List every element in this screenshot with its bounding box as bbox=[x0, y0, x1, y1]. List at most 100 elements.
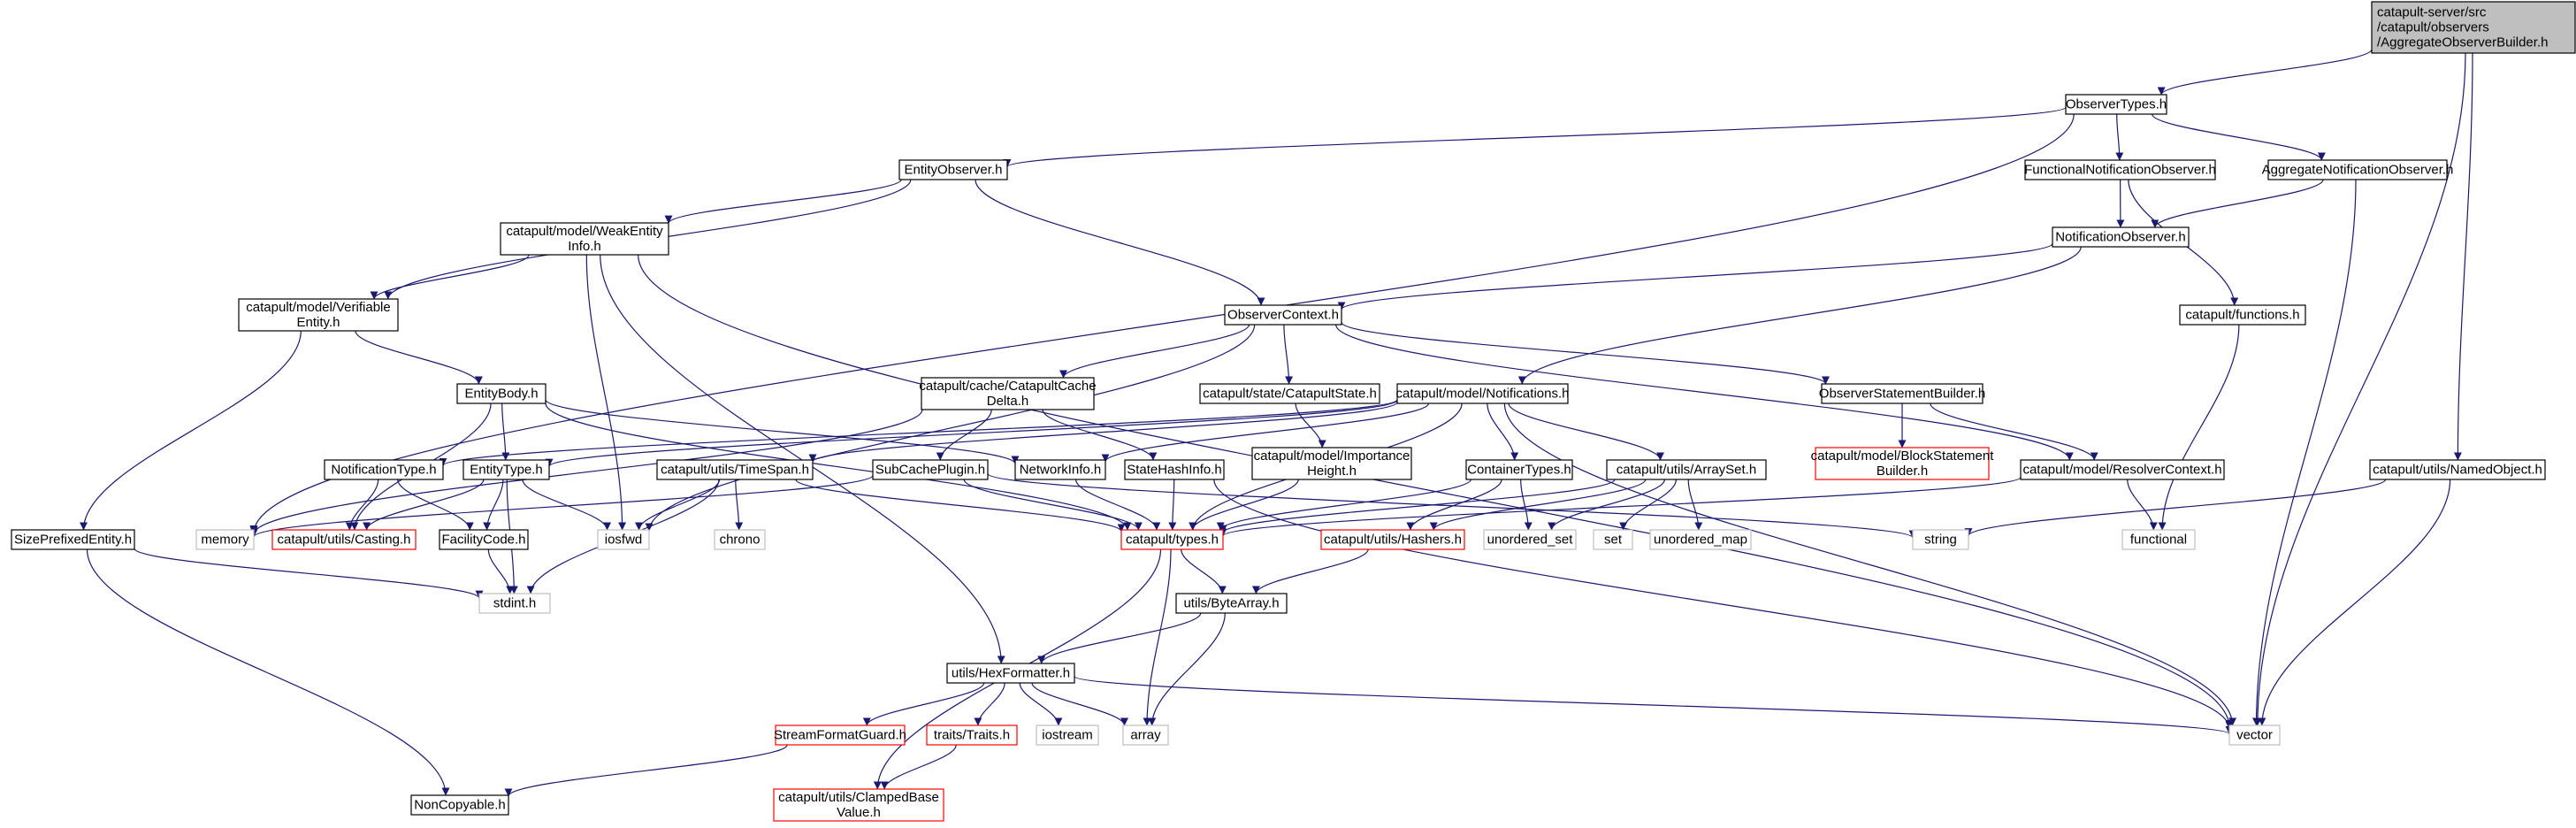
edge-facilitycode-to-stdint bbox=[487, 548, 515, 594]
node-label-facilitycode: FacilityCode.h bbox=[441, 533, 525, 548]
edge-aggregatenotif-to-vector bbox=[2252, 179, 2357, 726]
edge-timespan-to-chrono bbox=[735, 479, 744, 531]
edge-root-to-vector bbox=[2253, 52, 2466, 726]
node-timespan[interactable]: catapult/utils/TimeSpan.h bbox=[656, 459, 814, 480]
node-box-vector bbox=[2228, 724, 2281, 746]
node-label-unordered_set: unordered_set bbox=[1487, 533, 1574, 548]
node-label-importance: catapult/model/Importance bbox=[1254, 448, 1410, 464]
node-box-stdint bbox=[478, 593, 551, 614]
node-casting[interactable]: catapult/utils/Casting.h bbox=[271, 529, 417, 550]
node-notiftype[interactable]: NotificationType.h bbox=[324, 459, 444, 480]
node-networkinfo[interactable]: NetworkInfo.h bbox=[1014, 459, 1106, 480]
node-label-stmtbuilder: ObserverStatementBuilder.h bbox=[1819, 387, 1985, 402]
node-entityobserver[interactable]: EntityObserver.h bbox=[898, 159, 1008, 180]
node-notifobserver[interactable]: NotificationObserver.h bbox=[2052, 226, 2190, 248]
node-aggregatenotif[interactable]: AggregateNotificationObserver.h bbox=[2262, 159, 2454, 180]
node-label-hashers: catapult/utils/Hashers.h bbox=[1324, 533, 1462, 548]
edge-notifications-to-networkinfo bbox=[1101, 402, 1429, 463]
edge-notifications-to-notiftype bbox=[439, 399, 1398, 466]
nodes-layer: catapult-server/src/catapult/observers/A… bbox=[11, 1, 2576, 822]
node-label-importance: Height.h bbox=[1307, 464, 1357, 479]
node-sizeprefixed[interactable]: SizePrefixedEntity.h bbox=[11, 529, 135, 550]
node-memory: memory bbox=[195, 529, 255, 550]
node-box-types bbox=[1120, 529, 1224, 550]
node-hashers[interactable]: catapult/utils/Hashers.h bbox=[1320, 529, 1465, 550]
edge-catapultstate-to-importance bbox=[1295, 402, 1326, 448]
node-traits[interactable]: traits/Traits.h bbox=[926, 724, 1018, 746]
node-unordered_set: unordered_set bbox=[1483, 529, 1577, 550]
node-statehash[interactable]: StateHashInfo.h bbox=[1124, 459, 1225, 480]
edge-arrayset-to-unordered_map bbox=[1687, 479, 1703, 531]
edge-entitybody-to-types bbox=[545, 402, 1132, 531]
node-bytearray[interactable]: utils/ByteArray.h bbox=[1175, 593, 1288, 614]
node-label-streamformat: StreamFormatGuard.h bbox=[774, 728, 906, 743]
node-functions[interactable]: catapult/functions.h bbox=[2179, 304, 2306, 326]
node-label-catapultstate: catapult/state/CatapultState.h bbox=[1203, 387, 1377, 402]
node-box-iosfwd bbox=[597, 529, 650, 550]
node-catapultstate[interactable]: catapult/state/CatapultState.h bbox=[1199, 383, 1380, 404]
node-label-observertypes: ObserverTypes.h bbox=[2066, 97, 2167, 112]
edge-notifications-to-timespan bbox=[808, 402, 1398, 463]
node-box-chrono bbox=[714, 529, 766, 550]
node-box-set bbox=[1593, 529, 1633, 550]
edge-entitytype-to-casting bbox=[363, 479, 485, 531]
edge-observercontext-to-stmtbuilder bbox=[1341, 321, 1830, 385]
edge-observertypes-to-entityobserver bbox=[1003, 106, 2067, 168]
edge-entitybody-to-networkinfo bbox=[545, 399, 1020, 464]
node-arrayset[interactable]: catapult/utils/ArraySet.h bbox=[1606, 459, 1767, 480]
node-label-notifications: catapult/model/Notifications.h bbox=[1396, 387, 1570, 402]
edge-arrayset-to-types bbox=[1219, 479, 1616, 533]
node-streamformat[interactable]: StreamFormatGuard.h bbox=[774, 724, 906, 746]
edge-hashers-to-bytearray bbox=[1251, 548, 1369, 594]
node-label-networkinfo: NetworkInfo.h bbox=[1020, 463, 1102, 478]
node-functionalnotif[interactable]: FunctionalNotificationObserver.h bbox=[2024, 159, 2216, 180]
node-array: array bbox=[1122, 724, 1169, 746]
node-namedobject[interactable]: catapult/utils/NamedObject.h bbox=[2369, 459, 2546, 480]
edge-types-to-bytearray bbox=[1181, 548, 1227, 594]
node-box-functionalnotif bbox=[2024, 159, 2216, 180]
node-entitybody[interactable]: EntityBody.h bbox=[456, 383, 547, 404]
node-noncopyable[interactable]: NonCopyable.h bbox=[410, 794, 509, 816]
node-observertypes[interactable]: ObserverTypes.h bbox=[2065, 94, 2167, 115]
edge-subcache-to-string bbox=[987, 472, 1917, 539]
node-box-entitytype bbox=[462, 459, 550, 480]
node-box-containertypes bbox=[1465, 459, 1573, 480]
node-functional: functional bbox=[2121, 529, 2196, 550]
node-root[interactable]: catapult-server/src/catapult/observers/A… bbox=[2371, 1, 2576, 54]
node-stmtbuilder[interactable]: ObserverStatementBuilder.h bbox=[1819, 383, 1985, 404]
node-containertypes[interactable]: ContainerTypes.h bbox=[1465, 459, 1573, 480]
edge-notifications-to-containertypes bbox=[1487, 402, 1519, 461]
node-notifications[interactable]: catapult/model/Notifications.h bbox=[1396, 383, 1570, 404]
edge-subcache-to-types bbox=[963, 479, 1143, 531]
edge-streamformat-to-noncopyable bbox=[504, 744, 788, 797]
edge-namedobject-to-string bbox=[1964, 479, 2387, 537]
node-facilitycode[interactable]: FacilityCode.h bbox=[439, 529, 529, 550]
node-box-verifiable bbox=[238, 298, 399, 332]
node-box-facilitycode bbox=[439, 529, 529, 550]
node-label-sizeprefixed: SizePrefixedEntity.h bbox=[14, 533, 132, 548]
edge-timespan-to-iosfwd bbox=[635, 479, 721, 531]
node-types[interactable]: catapult/types.h bbox=[1120, 529, 1224, 550]
node-box-importance bbox=[1251, 447, 1412, 480]
node-observercontext[interactable]: ObserverContext.h bbox=[1224, 304, 1342, 326]
node-stdint: stdint.h bbox=[478, 593, 551, 614]
node-label-weakentity: Info.h bbox=[568, 239, 601, 254]
node-resolvercontext[interactable]: catapult/model/ResolverContext.h bbox=[2020, 459, 2225, 480]
node-hexformatter[interactable]: utils/HexFormatter.h bbox=[946, 663, 1075, 684]
node-chrono: chrono bbox=[714, 529, 766, 550]
node-label-casting: catapult/utils/Casting.h bbox=[278, 533, 411, 548]
node-subcache[interactable]: SubCachePlugin.h bbox=[872, 459, 989, 480]
node-label-observercontext: ObserverContext.h bbox=[1227, 308, 1339, 323]
node-entitytype[interactable]: EntityType.h bbox=[462, 459, 550, 480]
node-set: set bbox=[1593, 529, 1633, 550]
node-box-timespan bbox=[656, 459, 814, 480]
edge-notifobserver-to-observercontext bbox=[1337, 242, 2053, 310]
edge-stmtbuilder-to-resolvercontext bbox=[1930, 402, 2098, 461]
